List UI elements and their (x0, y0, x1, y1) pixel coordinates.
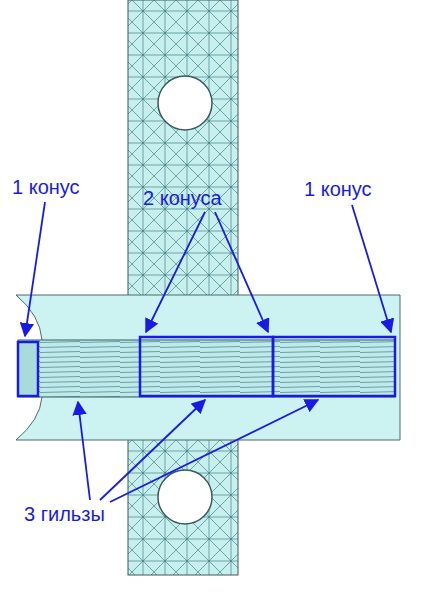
leader-line (78, 402, 90, 500)
leader-line (110, 400, 318, 502)
cone-frame (140, 337, 273, 396)
hole (158, 470, 212, 524)
shaft-body (16, 295, 400, 440)
leader-line (146, 212, 205, 332)
leader-line (352, 205, 391, 332)
callout-label: 2 конуса (143, 187, 222, 209)
plate (128, 0, 238, 575)
leader-line (215, 212, 268, 332)
cone-frame (273, 337, 395, 396)
leader-line (100, 400, 205, 500)
callout-label: 1 конус (12, 176, 80, 198)
cone-frame (18, 342, 38, 396)
leader-line (25, 202, 45, 336)
hole (158, 76, 212, 130)
callout-label: 3 гильзы (24, 503, 105, 525)
callout-label: 1 конус (304, 178, 372, 200)
cone (18, 342, 38, 396)
bore (18, 340, 395, 397)
